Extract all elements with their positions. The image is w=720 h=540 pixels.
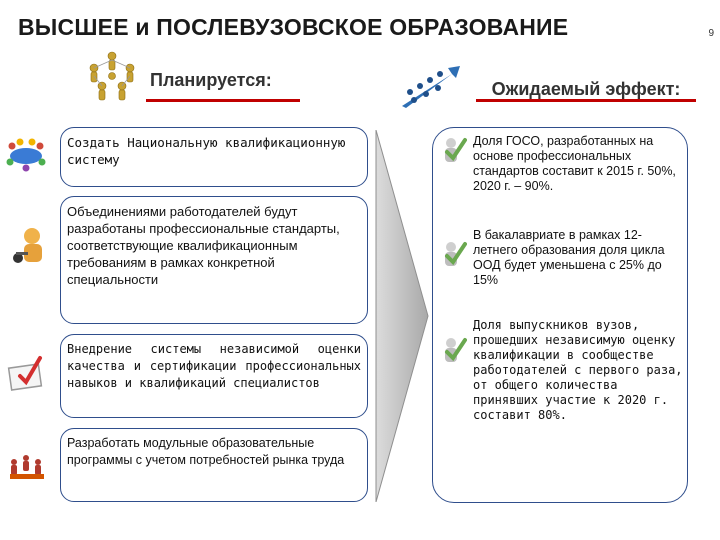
effect-heading: Ожидаемый эффект:: [476, 76, 696, 102]
checkbox-icon: [7, 356, 43, 391]
plan-heading: Планируется:: [150, 70, 272, 90]
effect-underline: [476, 99, 696, 102]
plan-underline: [146, 99, 300, 102]
people-group-icon: [89, 51, 135, 101]
effect-item-2: В бакалавриате в рамках 12-летнего образ…: [473, 228, 665, 287]
effect-item-3: Доля выпускников вузов, прошедших незави…: [473, 318, 683, 422]
meeting-table-icon: [6, 138, 46, 172]
checkmark-person-icon: [445, 138, 467, 162]
worker-icon: [13, 228, 42, 263]
effect-panel: [432, 127, 688, 503]
page-number: 9: [708, 28, 714, 39]
growth-chart-icon: [402, 66, 460, 108]
arrow-right-icon: [375, 130, 429, 502]
effect-item-1: Доля ГОСО, разработанных на основе профе…: [473, 134, 676, 193]
checkmark-person-icon: [445, 242, 467, 266]
effect-heading-text: Ожидаемый эффект:: [491, 79, 681, 99]
checkmark-person-icon: [445, 338, 467, 362]
plan-item-1: Создать Национальную квалификационную си…: [60, 127, 368, 187]
plan-item-3: Внедрение системы независимой оценки кач…: [60, 334, 368, 418]
page-title: ВЫСШЕЕ и ПОСЛЕВУЗОВСКОЕ ОБРАЗОВАНИЕ: [18, 14, 569, 40]
plan-item-4: Разработать модульные образовательные пр…: [60, 428, 368, 502]
plan-item-2: Объединениями работодателей будут разраб…: [60, 196, 368, 324]
puzzle-people-icon: [10, 455, 44, 479]
